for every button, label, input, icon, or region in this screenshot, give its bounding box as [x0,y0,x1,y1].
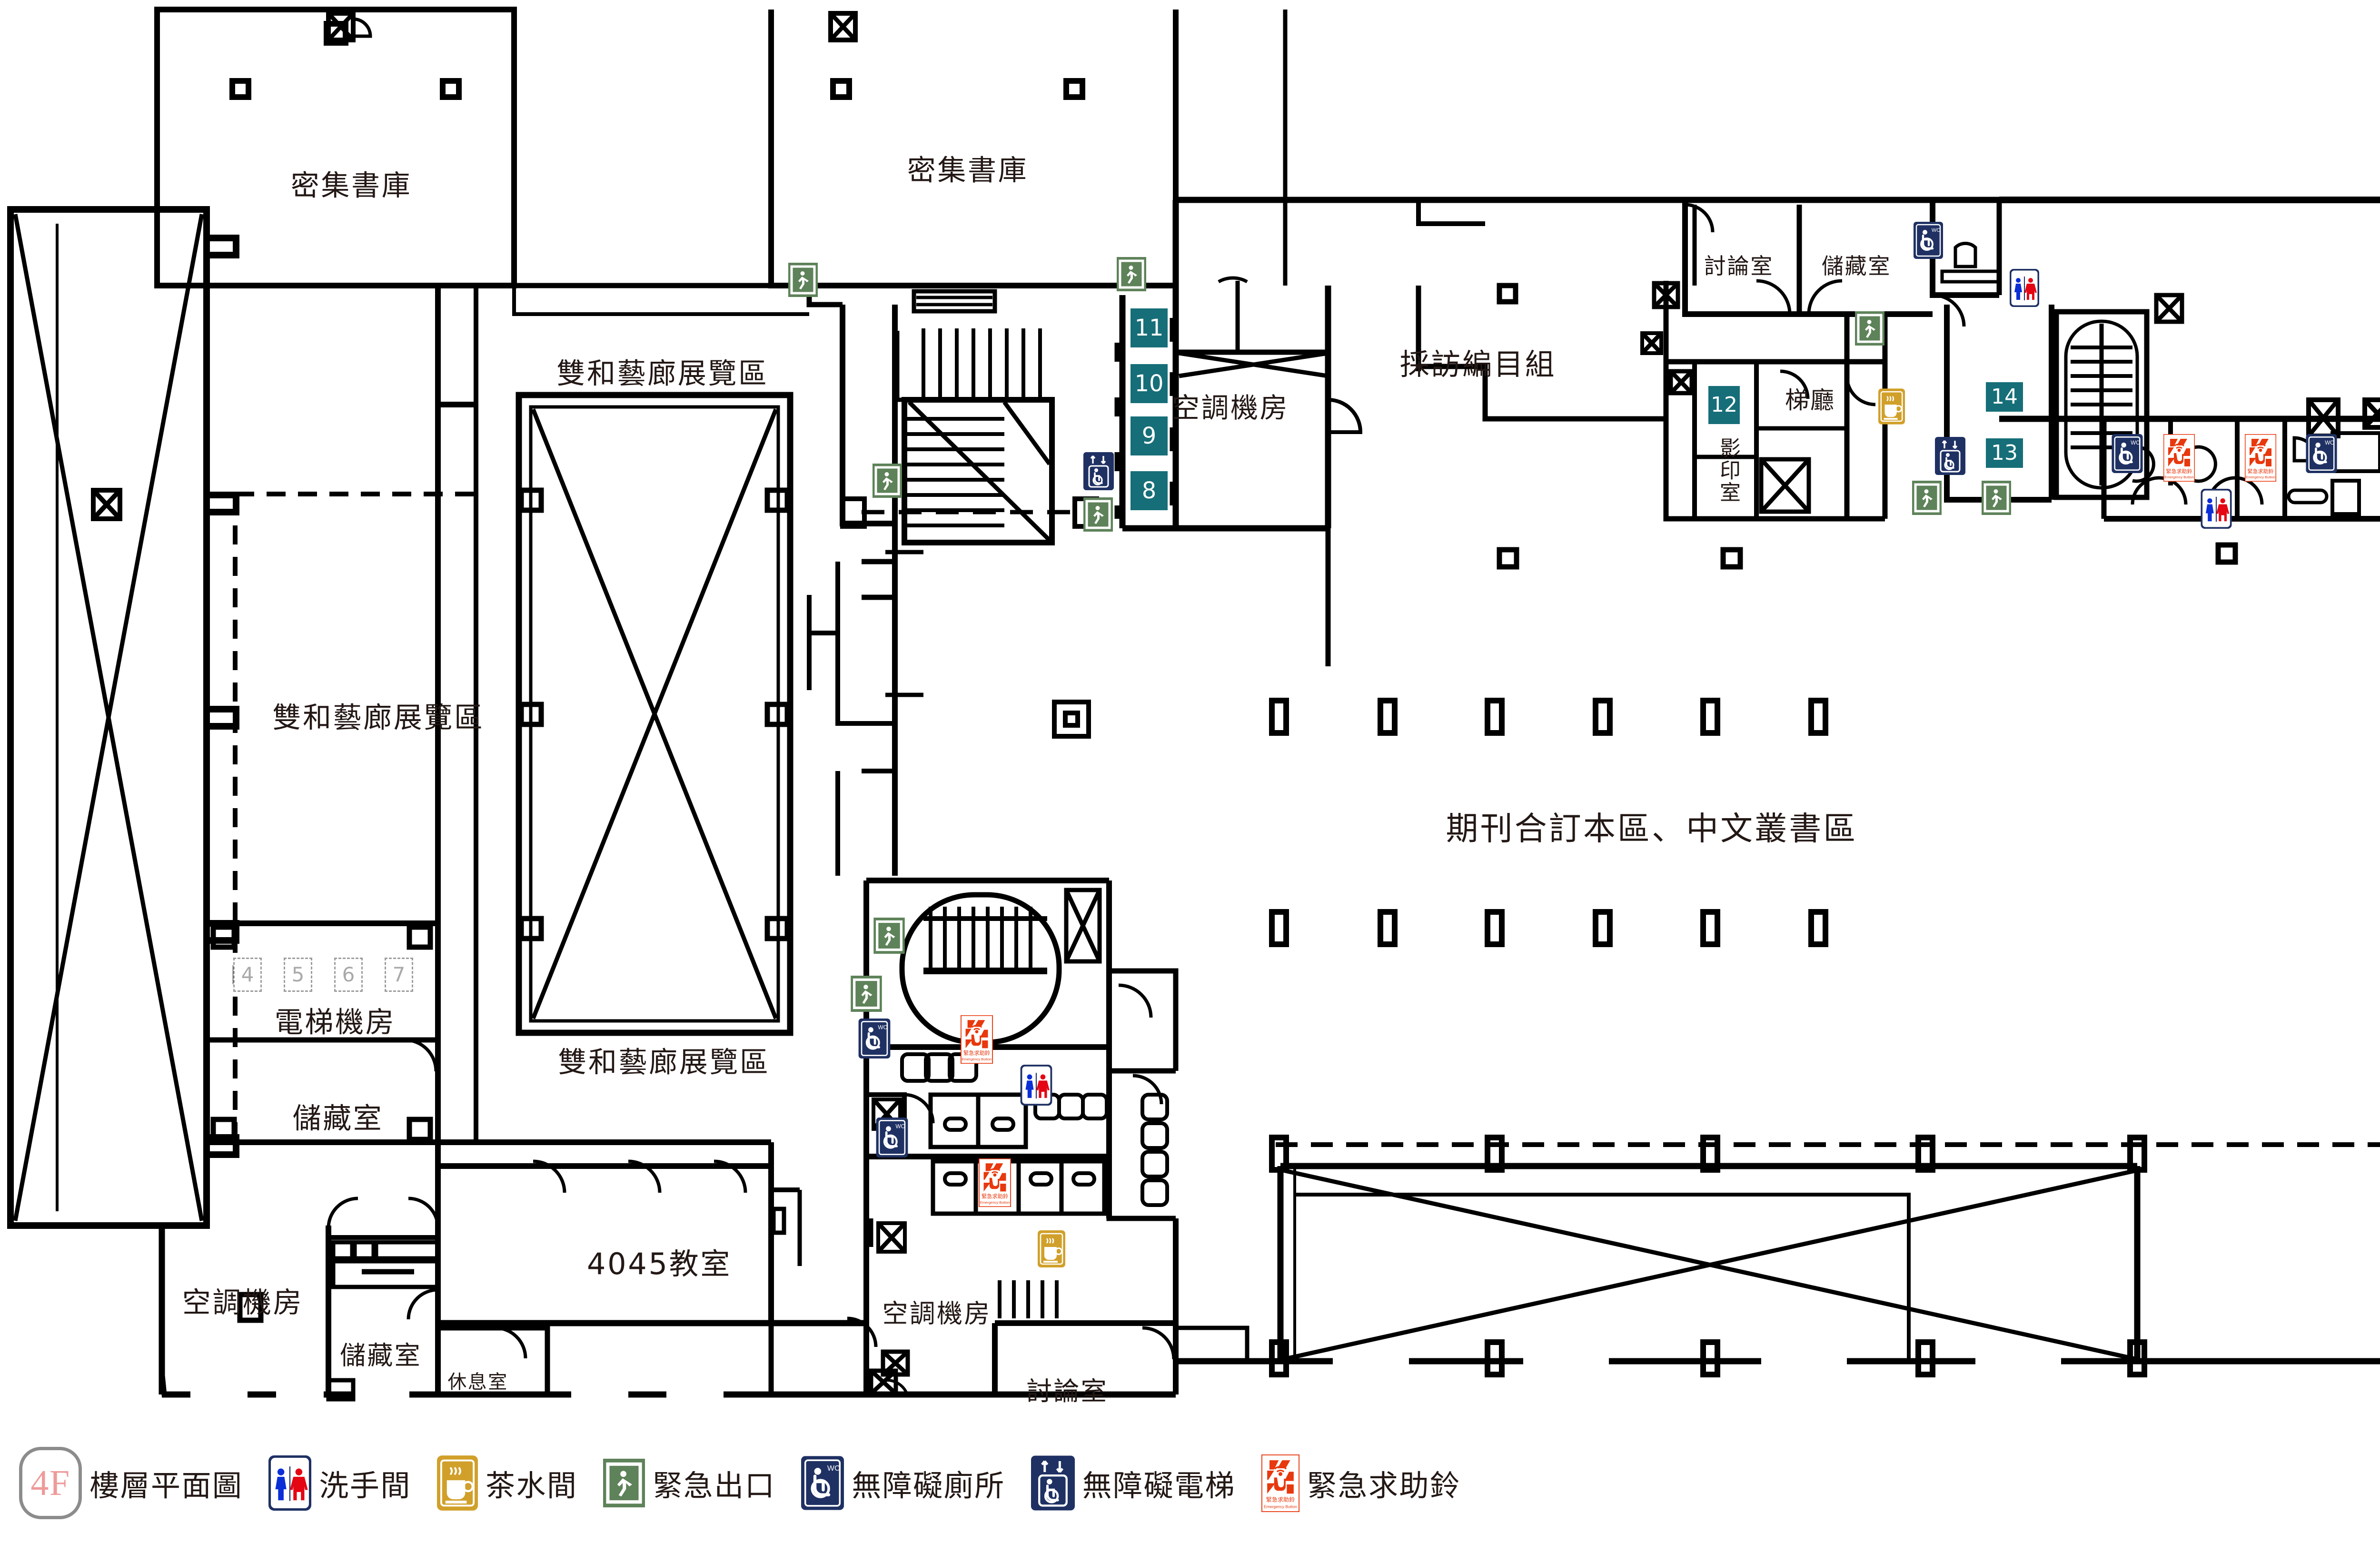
svg-text:緊急求助鈴: 緊急求助鈴 [982,1193,1008,1200]
legend-item-pantry: 茶水間 [436,1455,578,1511]
elevator-car-10[interactable]: 10 [1130,364,1168,403]
elevator-car-7: 7 [385,958,413,992]
svg-text:緊急求助鈴: 緊急求助鈴 [2166,468,2192,475]
accessible-restroom-icon: WC [858,1019,891,1058]
svg-text:WC: WC [827,1464,840,1473]
svg-text:WC: WC [878,1024,887,1031]
legend-bar: 4F 樓層平面圖 洗手間 茶水間 緊急出口 WC 無障礙 [0,1423,2380,1543]
accessible-restroom-icon: WC [2305,434,2338,473]
legend-item-emergency-exit: 緊急出口 [603,1455,775,1511]
legend-label-accessible-elevator: 無障礙電梯 [1082,1468,1236,1503]
emergency-exit-icon [873,918,905,954]
svg-text:WC: WC [2325,440,2334,446]
legend-item-restroom: 洗手間 [268,1455,411,1511]
elevator-car-4: 4 [233,958,262,992]
emergency-exit-icon [603,1455,645,1511]
svg-text:Emergency Button: Emergency Button [2164,475,2194,479]
emergency-exit-icon [1912,481,1942,515]
pantry-icon [1878,388,1905,425]
legend-label-accessible-restroom: 無障礙廁所 [852,1468,1005,1503]
legend-item-floor-plan: 4F 樓層平面圖 [19,1447,243,1519]
emergency-exit-icon [873,464,902,498]
svg-text:緊急求助鈴: 緊急求助鈴 [1266,1496,1295,1503]
svg-text:Emergency Button: Emergency Button [2246,475,2275,479]
accessible-elevator-icon [1031,1455,1075,1511]
svg-text:WC: WC [2131,440,2140,446]
accessible-restroom-icon: WC [1914,222,1943,259]
legend-item-accessible-elevator: 無障礙電梯 [1031,1455,1236,1511]
emergency-exit-icon [1982,481,2011,515]
emergency-exit-icon [1855,311,1884,346]
elevator-car-8[interactable]: 8 [1130,471,1168,510]
emergency-exit-icon [1117,257,1146,291]
elevator-car-14[interactable]: 14 [1986,382,2023,412]
svg-text:緊急求助鈴: 緊急求助鈴 [963,1050,990,1057]
floor-badge-text: 4F [30,1463,70,1503]
elevator-car-9[interactable]: 9 [1130,416,1168,455]
svg-text:WC: WC [1932,227,1940,233]
accessible-elevator-icon [1083,452,1114,490]
restroom-icon [268,1455,312,1511]
accessible-elevator-icon [1935,437,1965,475]
elevator-car-6: 6 [334,958,363,992]
pantry-icon [1038,1230,1065,1267]
legend-label-restroom: 洗手間 [319,1468,411,1503]
emergency-exit-icon [851,976,882,1012]
accessible-restroom-icon: WC [801,1455,844,1511]
accessible-restroom-icon: WC [2111,434,2143,473]
emergency-exit-icon [1083,497,1113,532]
elevator-car-12[interactable]: 12 [1708,386,1740,424]
restroom-icon [2010,269,2039,307]
emergency-exit-icon [788,263,818,297]
legend-label-emergency-button: 緊急求助鈴 [1307,1468,1461,1503]
restroom-icon [1020,1065,1053,1106]
legend-label-floor-plan: 樓層平面圖 [89,1468,243,1503]
legend-label-emergency-exit: 緊急出口 [653,1468,776,1503]
elevator-car-11[interactable]: 11 [1130,308,1168,347]
svg-text:Emergency Button: Emergency Button [1264,1504,1297,1509]
svg-text:WC: WC [895,1123,905,1130]
svg-text:Emergency Button: Emergency Button [980,1200,1010,1205]
floor-plan-drawing [7,7,2380,1402]
legend-label-pantry: 茶水間 [485,1468,578,1503]
svg-text:緊急求助鈴: 緊急求助鈴 [2248,468,2274,475]
floor-plan-badge: 4F [19,1447,82,1519]
restroom-icon [2201,489,2232,529]
accessible-restroom-icon: WC [875,1118,909,1157]
pantry-icon [436,1455,478,1511]
legend-item-accessible-restroom: WC 無障礙廁所 [801,1455,1005,1511]
elevator-car-13[interactable]: 13 [1986,438,2023,468]
elevator-car-5: 5 [284,958,312,992]
svg-text:Emergency Button: Emergency Button [962,1057,992,1061]
